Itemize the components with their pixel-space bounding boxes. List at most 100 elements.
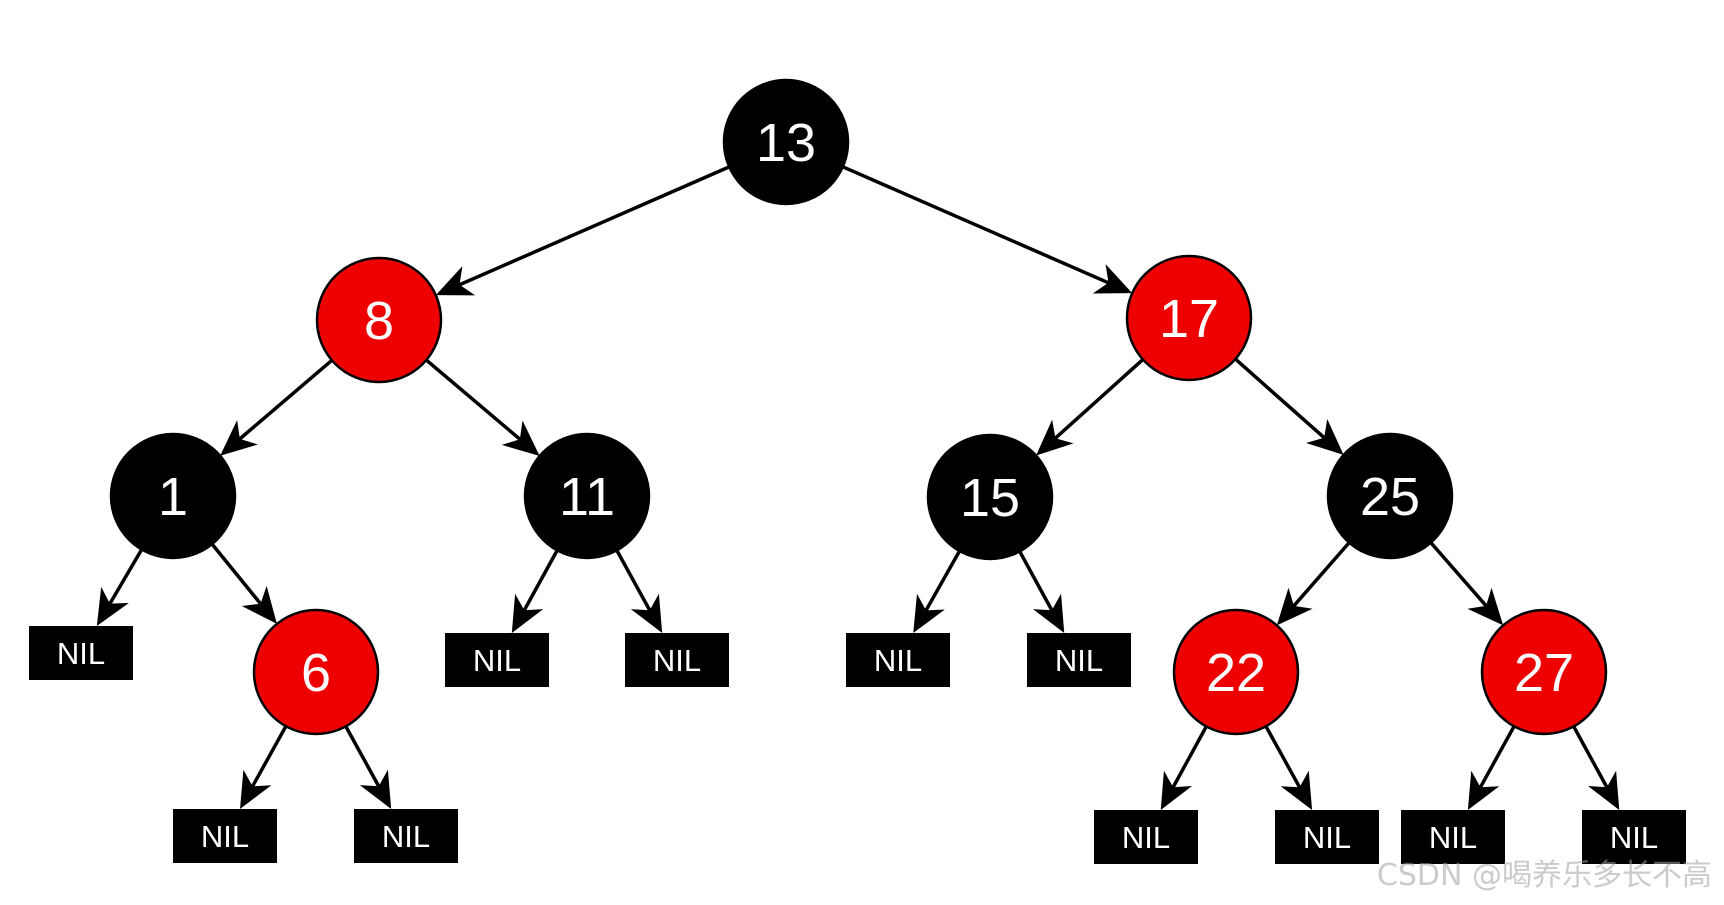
nil-leaf: NIL [1027, 633, 1131, 687]
black-node-25: 25 [1326, 432, 1454, 560]
node-label: 6 [301, 643, 331, 703]
watermark-text: CSDN @喝养乐多长不高 [1376, 858, 1712, 893]
node-label: 13 [756, 113, 816, 173]
edge-line [1171, 725, 1208, 789]
nil-box [354, 809, 458, 863]
arrowhead-icon [913, 593, 945, 633]
edge-line [1429, 541, 1488, 607]
edge-n27-nil10 [1467, 725, 1516, 810]
node-circle [1172, 608, 1300, 736]
nil-label: NIL [1610, 820, 1658, 855]
nil-box [173, 809, 277, 863]
arrowhead-icon [1280, 770, 1313, 810]
node-label: 1 [158, 467, 188, 527]
node-circle [523, 432, 651, 560]
arrowhead-icon [359, 769, 392, 809]
edge-n13-n8 [435, 165, 730, 296]
edge-n1-nil1 [96, 548, 144, 626]
edge-n25-n22 [1276, 541, 1351, 626]
arrowhead-icon [241, 585, 277, 624]
edge-line [108, 548, 144, 605]
node-label: 27 [1514, 643, 1574, 703]
arrowhead-icon [1032, 593, 1065, 633]
edge-line [344, 725, 381, 788]
nil-leaf: NIL [1094, 810, 1198, 864]
red-node-27: 27 [1480, 608, 1608, 736]
node-circle [722, 78, 850, 206]
nil-label: NIL [473, 643, 521, 678]
node-circle [1326, 432, 1454, 560]
edge-line [615, 549, 652, 612]
nil-box [1401, 810, 1505, 864]
edge-n11-nil5 [615, 549, 663, 633]
nil-leaf: NIL [29, 626, 133, 680]
edge-n13-n17 [842, 165, 1133, 294]
edge-n25-n27 [1429, 541, 1504, 626]
nil-leaf: NIL [625, 633, 729, 687]
arrowhead-icon [435, 266, 476, 296]
nil-box [1027, 633, 1131, 687]
edge-line [522, 549, 559, 612]
nil-box [846, 633, 950, 687]
nil-box [29, 626, 133, 680]
edge-n8-n11 [425, 358, 540, 456]
edge-line [1054, 358, 1145, 440]
node-label: 25 [1360, 467, 1420, 527]
nil-leaf: NIL [445, 633, 549, 687]
node-label: 17 [1159, 289, 1219, 349]
nil-leaf: NIL [354, 809, 458, 863]
node-label: 22 [1206, 643, 1266, 703]
edge-n27-nil11 [1572, 725, 1620, 810]
nil-label: NIL [1055, 643, 1103, 678]
nil-leaf: NIL [1401, 810, 1505, 864]
edge-n22-nil9 [1264, 725, 1313, 810]
nil-leaf: NIL [846, 633, 950, 687]
edge-line [842, 165, 1110, 285]
nil-label: NIL [201, 819, 249, 854]
nil-label: NIL [1303, 820, 1351, 855]
edge-line [1018, 550, 1054, 612]
nil-box [1582, 810, 1686, 864]
edge-n6-nil3 [344, 725, 392, 809]
edge-line [1478, 725, 1516, 789]
edge-n15-nil6 [913, 550, 962, 633]
arrowhead-icon [1467, 770, 1500, 810]
arrowhead-icon [1092, 264, 1133, 294]
black-node-1: 1 [109, 432, 237, 560]
node-circle [109, 432, 237, 560]
nil-box [625, 633, 729, 687]
edge-n17-n15 [1036, 358, 1145, 456]
nil-box [1094, 810, 1198, 864]
node-circle [1480, 608, 1608, 736]
red-node-8: 8 [315, 256, 443, 384]
nil-box [445, 633, 549, 687]
node-label: 8 [364, 291, 394, 351]
nil-label: NIL [382, 819, 430, 854]
arrowhead-icon [220, 420, 258, 456]
edge-n6-nil2 [239, 725, 288, 809]
nil-label: NIL [57, 636, 105, 671]
red-node-6: 6 [252, 608, 380, 736]
edge-line [210, 543, 262, 605]
arrowhead-icon [1587, 770, 1620, 810]
node-circle [1125, 254, 1253, 382]
edge-n22-nil8 [1160, 725, 1208, 810]
nil-label: NIL [1429, 820, 1477, 855]
edge-line [924, 550, 962, 612]
arrowhead-icon [1276, 587, 1313, 626]
node-circle [252, 608, 380, 736]
arrowhead-icon [630, 593, 663, 633]
arrowhead-icon [1160, 770, 1193, 810]
edge-line [238, 358, 333, 441]
arrowhead-icon [1306, 419, 1344, 455]
edge-n1-n6 [210, 543, 277, 624]
node-label: 11 [559, 467, 615, 527]
nil-leaf: NIL [1275, 810, 1379, 864]
black-node-11: 11 [523, 432, 651, 560]
arrowhead-icon [1036, 419, 1074, 456]
edge-n17-n25 [1234, 357, 1344, 455]
nil-label: NIL [653, 643, 701, 678]
